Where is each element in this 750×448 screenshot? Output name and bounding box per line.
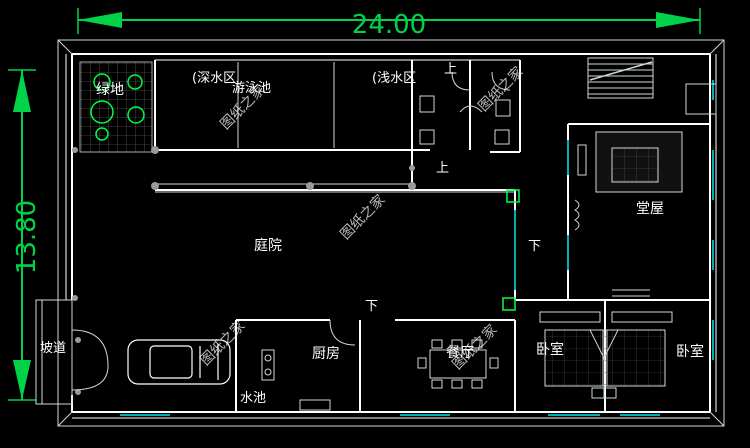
bed-icon <box>602 329 666 387</box>
watermark-text: 图纸之家 <box>337 191 389 243</box>
ramp <box>35 299 109 405</box>
column <box>151 146 159 154</box>
ramp-label: 坡道 <box>40 341 66 356</box>
courtyard-label: 庭院 <box>254 237 282 254</box>
top-dimension: 24.00 <box>77 8 701 40</box>
sink-icon <box>494 129 510 145</box>
column <box>408 182 416 190</box>
stair-up-label-1: 上 <box>444 62 457 77</box>
watermarks: 图纸之家 图纸之家 图纸之家 图纸之家 图纸之家 <box>197 63 527 373</box>
rug-icon <box>611 147 659 183</box>
column <box>72 295 78 301</box>
deep-water-label: (深水区 <box>192 71 236 86</box>
water-basin-label: 水池 <box>240 391 266 406</box>
bedroom-left-label: 卧室 <box>536 341 564 358</box>
table-icon <box>429 349 487 379</box>
columns <box>72 146 520 395</box>
car-icon <box>127 339 231 385</box>
column <box>75 337 81 343</box>
hall-label: 堂屋 <box>636 201 664 217</box>
watermark-text: 图纸之家 <box>475 63 527 115</box>
bed-icon <box>544 329 608 387</box>
pool: (深水区 游泳池 (浅水区 <box>155 62 515 193</box>
staircase <box>587 57 717 115</box>
toilet-icon <box>495 99 511 117</box>
tree-icon <box>95 127 109 141</box>
toilet-icon <box>419 95 435 113</box>
tree-icon <box>127 74 143 90</box>
green-area-label: 绿地 <box>96 82 124 98</box>
watermark-text: 图纸之家 <box>197 317 249 369</box>
column <box>75 389 81 395</box>
pool-label: 游泳池 <box>232 81 271 96</box>
dining-label: 餐厅 <box>446 345 474 361</box>
column <box>306 182 314 190</box>
kitchen-fixtures <box>261 319 356 411</box>
green-area: 绿地 <box>79 61 153 153</box>
column <box>409 165 415 171</box>
left-dimension: 13.80 <box>8 69 42 401</box>
stair-down-label-2: 下 <box>365 299 378 314</box>
bedroom-furniture <box>539 289 673 399</box>
bathrooms <box>419 71 511 145</box>
windows <box>120 80 714 416</box>
stair-up-label-2: 上 <box>436 161 449 176</box>
roof-outline <box>57 39 725 427</box>
column <box>72 147 78 153</box>
sink-icon <box>419 129 435 145</box>
column <box>151 182 159 190</box>
kitchen-label: 厨房 <box>312 346 340 362</box>
tree-icon <box>90 100 114 124</box>
stair-down-label-1: 下 <box>528 239 541 254</box>
width-label: 24.00 <box>352 10 426 40</box>
height-label: 13.80 <box>12 200 42 274</box>
dining-table <box>417 339 499 389</box>
tree-icon <box>127 106 145 124</box>
hall-furniture <box>574 131 683 231</box>
shallow-water-label: (浅水区 <box>372 71 416 86</box>
tree-icon <box>93 73 111 91</box>
bedroom-right-label: 卧室 <box>676 343 704 360</box>
